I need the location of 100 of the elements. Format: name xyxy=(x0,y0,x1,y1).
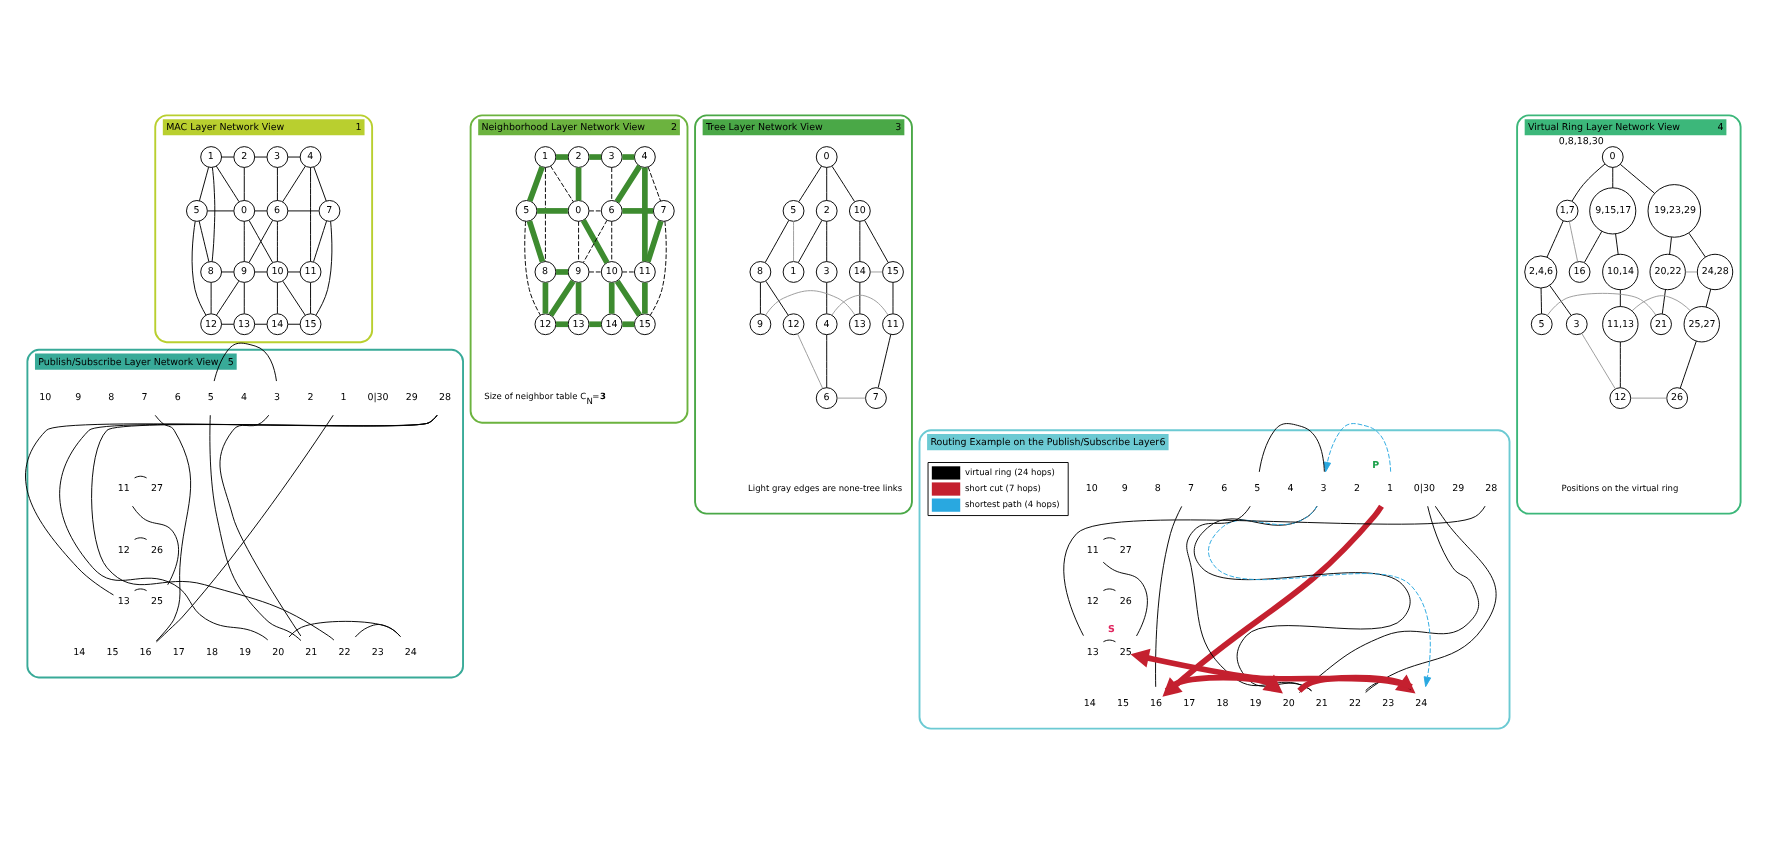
connector xyxy=(826,334,828,389)
connector xyxy=(254,271,268,273)
connector xyxy=(310,167,312,262)
connector xyxy=(645,220,664,263)
connector xyxy=(826,167,828,201)
connector xyxy=(793,220,795,262)
connector xyxy=(550,165,574,203)
connector xyxy=(310,282,312,315)
connector xyxy=(132,505,180,586)
connector xyxy=(215,165,240,203)
connector xyxy=(1102,537,1116,540)
connector xyxy=(575,282,582,314)
connector xyxy=(1155,505,1183,688)
connector xyxy=(1631,295,1691,312)
connector xyxy=(198,166,210,202)
connector xyxy=(765,280,789,316)
arrow xyxy=(1323,423,1392,473)
connector xyxy=(134,537,148,540)
connector xyxy=(589,321,602,328)
connector xyxy=(1540,287,1543,315)
connector xyxy=(642,167,648,262)
connector xyxy=(1661,289,1666,315)
connector xyxy=(611,220,613,262)
connector xyxy=(831,294,889,316)
connector xyxy=(537,208,568,214)
connector xyxy=(282,280,306,316)
connector xyxy=(155,414,334,643)
connector xyxy=(1102,588,1116,592)
connector xyxy=(221,156,235,158)
connector xyxy=(313,220,328,263)
connector xyxy=(287,323,301,325)
connector xyxy=(1186,505,1312,692)
connector xyxy=(765,290,856,316)
connector xyxy=(1546,292,1657,316)
connector xyxy=(191,220,207,316)
connector xyxy=(276,220,278,262)
connector xyxy=(1584,230,1603,263)
connector xyxy=(287,210,320,212)
connector xyxy=(826,220,828,262)
connector xyxy=(221,323,235,325)
connector xyxy=(1571,163,1606,202)
connector xyxy=(797,333,824,389)
connector xyxy=(556,154,568,160)
connector xyxy=(859,220,861,262)
connector xyxy=(798,165,822,203)
connector xyxy=(837,397,866,399)
connector xyxy=(1619,163,1655,194)
connector xyxy=(1568,220,1579,262)
connector xyxy=(1549,284,1572,316)
connector xyxy=(542,282,549,314)
connector xyxy=(243,167,245,201)
connector xyxy=(647,166,662,202)
connector xyxy=(797,219,823,264)
connector xyxy=(134,588,148,592)
connector xyxy=(254,210,268,212)
connector xyxy=(859,282,861,315)
connector xyxy=(524,220,541,316)
connector xyxy=(288,620,401,638)
connector xyxy=(287,271,301,273)
connector xyxy=(622,321,635,328)
connector xyxy=(622,208,654,214)
connector xyxy=(243,282,245,315)
connector xyxy=(198,220,210,263)
connector xyxy=(589,154,602,160)
connector xyxy=(282,165,306,203)
connector xyxy=(578,220,580,262)
connector xyxy=(1546,220,1564,258)
connector xyxy=(1619,289,1621,307)
connector xyxy=(870,271,883,273)
connector xyxy=(831,165,855,202)
connector xyxy=(254,156,268,158)
connector xyxy=(134,475,148,479)
connector xyxy=(1705,288,1712,308)
connector xyxy=(221,271,235,273)
connector xyxy=(759,282,761,315)
connector xyxy=(248,219,274,264)
connector xyxy=(243,220,245,262)
connector xyxy=(1615,233,1619,255)
connector xyxy=(527,166,545,202)
connector xyxy=(1619,341,1621,388)
connector xyxy=(649,220,667,316)
connector xyxy=(1612,167,1614,189)
connector xyxy=(1102,639,1116,643)
connector xyxy=(210,282,212,315)
connector xyxy=(1679,340,1697,389)
connector xyxy=(544,167,546,262)
arrow xyxy=(1164,674,1283,694)
connector xyxy=(254,323,268,325)
connector xyxy=(276,167,278,201)
connector xyxy=(287,156,301,158)
connector xyxy=(588,271,602,273)
connector xyxy=(213,342,277,382)
connector xyxy=(1258,423,1325,473)
connector xyxy=(864,219,889,264)
connector xyxy=(608,282,615,314)
connector xyxy=(526,220,546,263)
connector xyxy=(642,282,648,314)
connector xyxy=(211,167,216,263)
connector xyxy=(621,271,635,273)
connector xyxy=(276,282,278,315)
